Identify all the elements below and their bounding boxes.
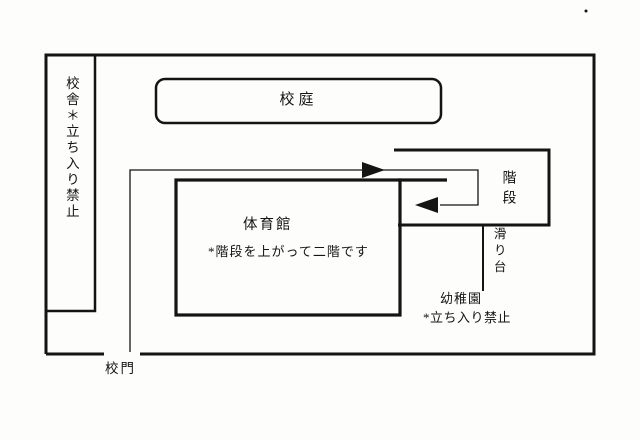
arrow-left-icon: [415, 197, 438, 213]
kindergarten-note: *立ち入り禁止: [423, 310, 512, 325]
school-building-outline: [44, 53, 97, 313]
gym-note: *階段を上がって二階です: [208, 244, 369, 259]
kindergarten-label: 幼稚園: [440, 291, 483, 306]
schoolyard-outline: [154, 77, 443, 125]
scan-speck: [584, 9, 588, 13]
stairs-label: 階段: [500, 170, 516, 210]
gym-label: 体育館: [243, 217, 293, 233]
gate-label: 校門: [105, 361, 136, 376]
school-building-label: 校舎＊立ち入り禁止: [63, 76, 79, 220]
gym-outline: [174, 178, 402, 317]
arrow-right-icon: [362, 162, 385, 178]
route-from-gate: [129, 169, 479, 352]
schoolyard-label: 校庭: [279, 92, 318, 108]
stairs-wall: [394, 148, 551, 227]
slide-label: 滑り台: [491, 227, 506, 277]
